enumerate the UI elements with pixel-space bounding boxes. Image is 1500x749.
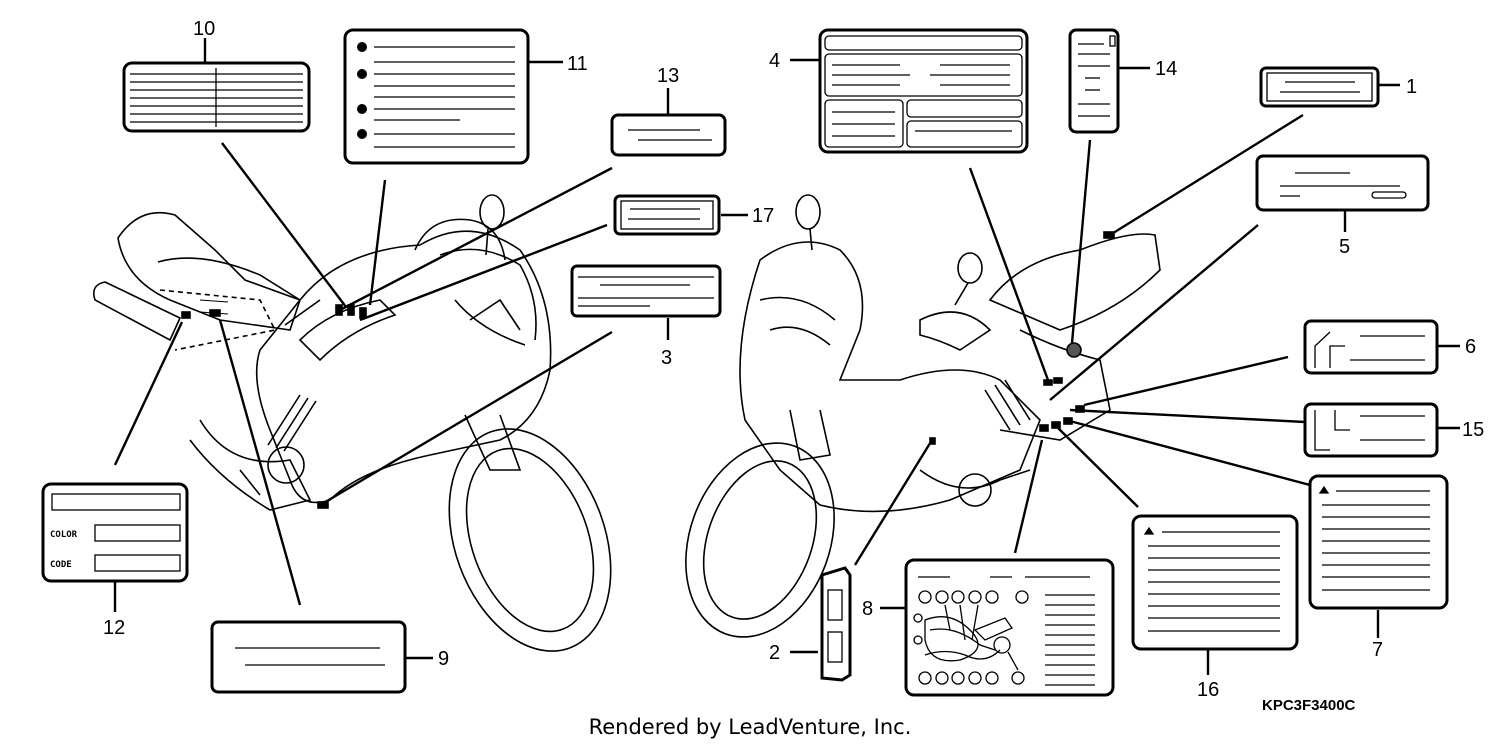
label-16 [1131, 514, 1299, 651]
motorcycle-right [685, 194, 1161, 638]
callout-3: 3 [661, 347, 672, 369]
leader-lines [113, 38, 1460, 675]
callout-9: 9 [438, 648, 449, 670]
label-6 [1303, 319, 1439, 375]
label-1 [1259, 66, 1380, 108]
label-17 [613, 194, 721, 236]
callout-13: 13 [657, 65, 679, 87]
callout-17: 17 [752, 205, 774, 227]
callout-16: 16 [1197, 679, 1219, 701]
callout-8: 8 [862, 598, 873, 620]
label-11 [343, 28, 530, 165]
motorcycle-left [92, 194, 612, 652]
label-4 [818, 28, 1029, 154]
callout-7: 7 [1372, 639, 1383, 661]
label-10 [122, 61, 311, 133]
code-text: CODE [50, 560, 72, 570]
color-text: COLOR [50, 530, 78, 540]
callout-numbers: 10 11 13 17 3 12 9 4 14 1 5 6 15 7 16 8 … [103, 18, 1484, 701]
label-9 [210, 620, 407, 694]
label-3 [570, 264, 722, 318]
callout-2: 2 [769, 642, 780, 664]
callout-10: 10 [193, 18, 215, 40]
callout-6: 6 [1465, 336, 1476, 358]
callout-11: 11 [567, 53, 588, 75]
callout-1: 1 [1406, 76, 1417, 98]
label-14 [1068, 28, 1120, 134]
callout-14: 14 [1155, 58, 1177, 80]
label-15 [1303, 402, 1439, 458]
callout-12: 12 [103, 617, 125, 639]
label-7 [1308, 474, 1449, 610]
label-8 [904, 558, 1115, 697]
label-13 [610, 113, 727, 157]
label-2 [820, 566, 852, 682]
callout-4: 4 [769, 50, 780, 72]
label-12: COLOR CODE [41, 482, 189, 583]
diagram-code: KPC3F3400C [1262, 697, 1356, 714]
credit-text: Rendered by LeadVenture, Inc. [588, 715, 912, 739]
callout-15: 15 [1462, 419, 1484, 441]
callout-5: 5 [1339, 236, 1350, 258]
label-5 [1255, 154, 1430, 212]
